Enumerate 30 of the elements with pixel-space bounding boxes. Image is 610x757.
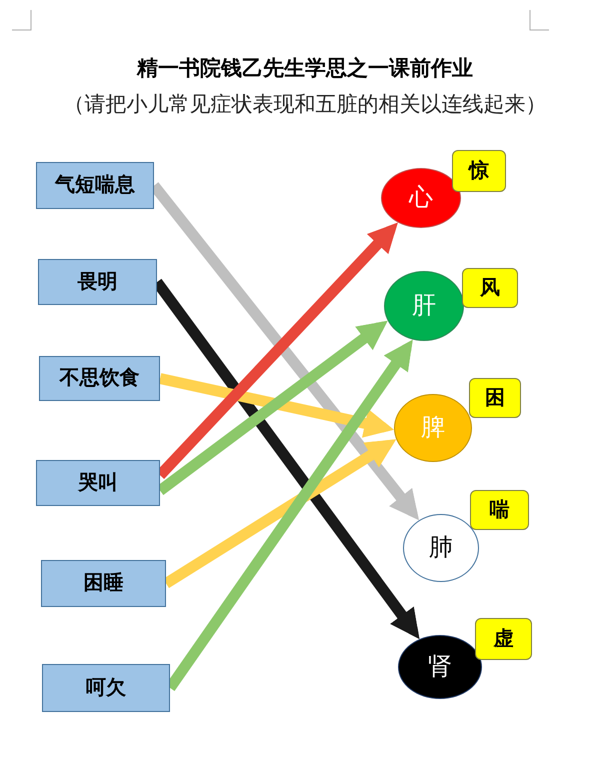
- symptom-box: [42, 664, 170, 712]
- symptom-label: 不思饮食: [60, 366, 140, 391]
- organ-label: 肾: [428, 653, 452, 682]
- symptom-box: [39, 356, 160, 401]
- symptom-label: 哭叫: [78, 470, 118, 496]
- tag-box: [452, 150, 506, 192]
- tag-label: 风: [480, 276, 500, 300]
- symptom-label: 畏明: [78, 270, 118, 294]
- tag-box: [462, 268, 518, 308]
- tag-label: 喘: [490, 498, 510, 522]
- tag-box: [475, 618, 532, 660]
- symptom-label: 呵欠: [86, 676, 126, 700]
- symptom-box: [36, 460, 160, 506]
- symptom-label: 困睡: [84, 571, 124, 596]
- symptom-box: [38, 259, 157, 305]
- organ-label: 脾: [421, 414, 445, 443]
- tag-label: 虚: [494, 626, 514, 652]
- symptom-box: [36, 162, 154, 209]
- tag-box: [470, 490, 529, 530]
- symptom-box: [41, 560, 166, 607]
- subtitle: （请把小儿常见症状表现和五脏的相关以连线起来）: [64, 91, 546, 118]
- organ-label: 肺: [429, 534, 453, 563]
- tag-label: 困: [485, 386, 505, 410]
- title: 精一书院钱乙先生学思之一课前作业: [137, 55, 473, 82]
- tag-label: 惊: [469, 158, 489, 184]
- tag-box: [469, 378, 521, 418]
- organ-label: 心: [409, 184, 433, 213]
- organ-label: 肝: [412, 292, 436, 321]
- symptom-label: 气短喘息: [55, 173, 135, 198]
- arrow: [158, 373, 394, 438]
